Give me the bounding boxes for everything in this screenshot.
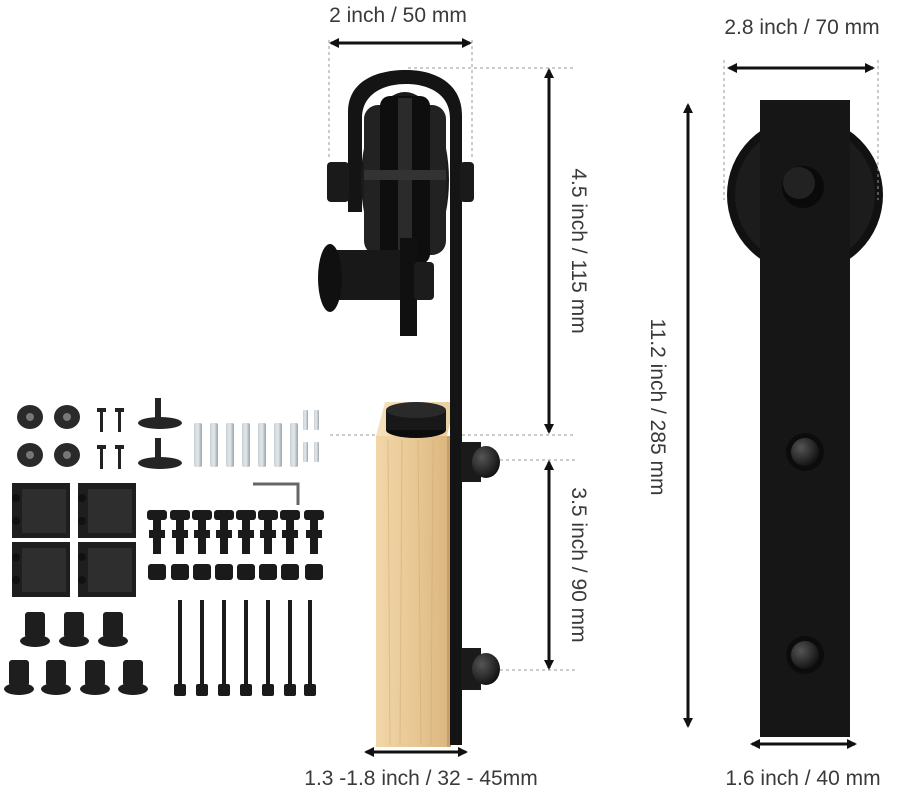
front-view-hanger (723, 60, 883, 737)
small-screws (97, 408, 124, 469)
axle-nut-left (327, 162, 349, 202)
cap-nut-upper (461, 442, 500, 482)
door-stop (386, 402, 446, 438)
label-bolt-spacing: 3.5 inch / 90 mm (567, 487, 590, 642)
label-strap-width-top: 2.8 inch / 70 mm (724, 16, 879, 39)
strap-over-door (450, 402, 462, 745)
dimension-arrows (329, 38, 875, 757)
allen-key (253, 482, 300, 505)
label-total-height: 11.2 inch / 285 mm (646, 318, 669, 495)
wall-anchors (194, 410, 319, 467)
door-block (376, 402, 455, 747)
round-stops (17, 405, 80, 467)
spacers (4, 612, 148, 695)
label-strap-width-bottom: 1.6 inch / 40 mm (725, 767, 880, 790)
accessories-kit (4, 398, 324, 696)
side-view-hanger (318, 40, 575, 747)
label-door-thickness: 1.3 -1.8 inch / 32 - 45mm (304, 767, 537, 790)
front-bolt-lower (786, 636, 824, 674)
roller-wheel (361, 92, 449, 268)
label-width-top: 2 inch / 50 mm (329, 4, 467, 27)
carriage-bolts (147, 510, 324, 580)
floor-guides (138, 398, 182, 469)
anti-jump-stopper (318, 238, 434, 336)
axle-nut-right (460, 162, 474, 202)
l-brackets (12, 483, 136, 597)
front-bolt-upper (786, 433, 824, 471)
cap-nut-lower (461, 648, 500, 690)
label-hanger-height: 4.5 inch / 115 mm (567, 168, 590, 333)
lag-screws (174, 600, 316, 696)
